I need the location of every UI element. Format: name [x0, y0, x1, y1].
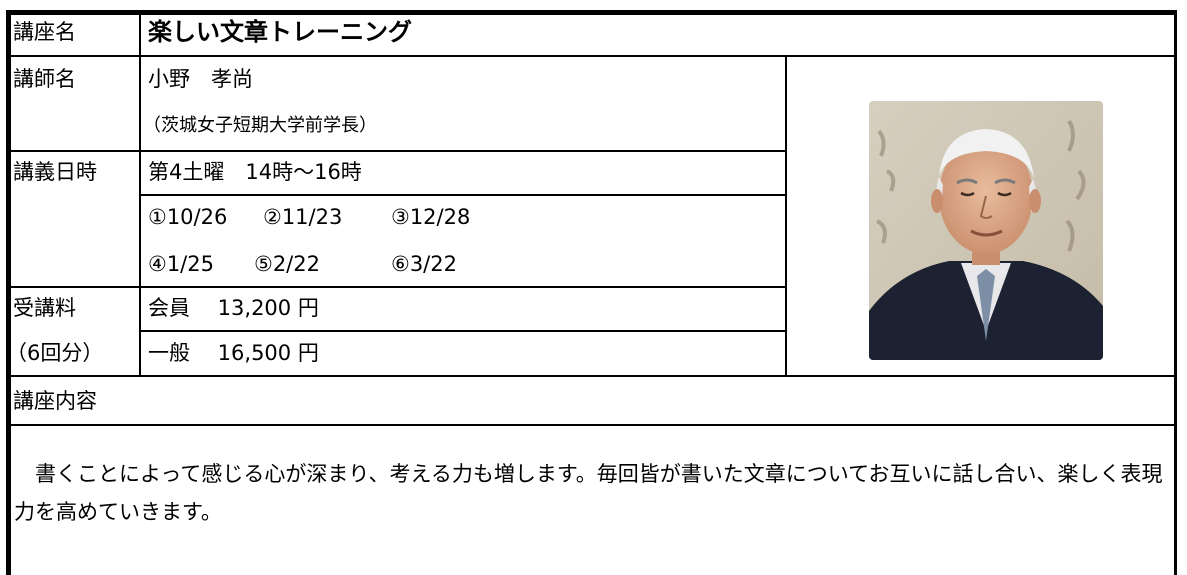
fee-member: 会員 13,200 円 [148, 296, 319, 320]
content-label: 講座内容 [13, 389, 97, 413]
instructor-name: 小野 孝尚 [148, 67, 253, 91]
instructor-photo [869, 101, 1103, 360]
schedule-dates-line1: ①10/26 ②11/23 ③12/28 [148, 207, 470, 228]
schedule-date: ③12/28 [391, 205, 471, 229]
row-divider [6, 375, 1177, 377]
course-name-value: 楽しい文章トレーニング [148, 18, 412, 46]
schedule-time: 第4土曜 14時～16時 [148, 160, 362, 184]
instructor-title: （茨城女子短期大学前学長） [143, 115, 377, 136]
column-divider [139, 10, 141, 376]
column-divider [785, 56, 787, 376]
content-text: 書くことによって感じる心が深まり、考える力も増します。毎回皆が書いた文章について… [14, 462, 1163, 524]
course-name-label: 講座名 [13, 20, 76, 44]
fee-label-sessions: （6回分） [6, 341, 104, 365]
schedule-date: ①10/26 [148, 205, 228, 229]
schedule-date: ⑥3/22 [391, 252, 457, 276]
course-info-table [6, 10, 1177, 575]
schedule-dates-line2: ④1/25 ⑤2/22 ⑥3/22 [148, 254, 457, 275]
row-divider [140, 194, 786, 196]
row-divider [6, 150, 786, 152]
row-divider [140, 330, 786, 332]
schedule-date: ⑤2/22 [254, 252, 320, 276]
schedule-label: 講義日時 [13, 160, 97, 184]
row-divider [6, 55, 1177, 57]
fee-label: 受講料 [13, 296, 76, 320]
row-divider [6, 424, 1177, 426]
fee-general: 一般 16,500 円 [148, 341, 319, 365]
instructor-label: 講師名 [13, 67, 76, 91]
schedule-date: ④1/25 [148, 252, 214, 276]
content-description: 書くことによって感じる心が深まり、考える力も増します。毎回皆が書いた文章について… [14, 455, 1164, 531]
schedule-date: ②11/23 [263, 205, 343, 229]
row-divider [6, 286, 786, 288]
